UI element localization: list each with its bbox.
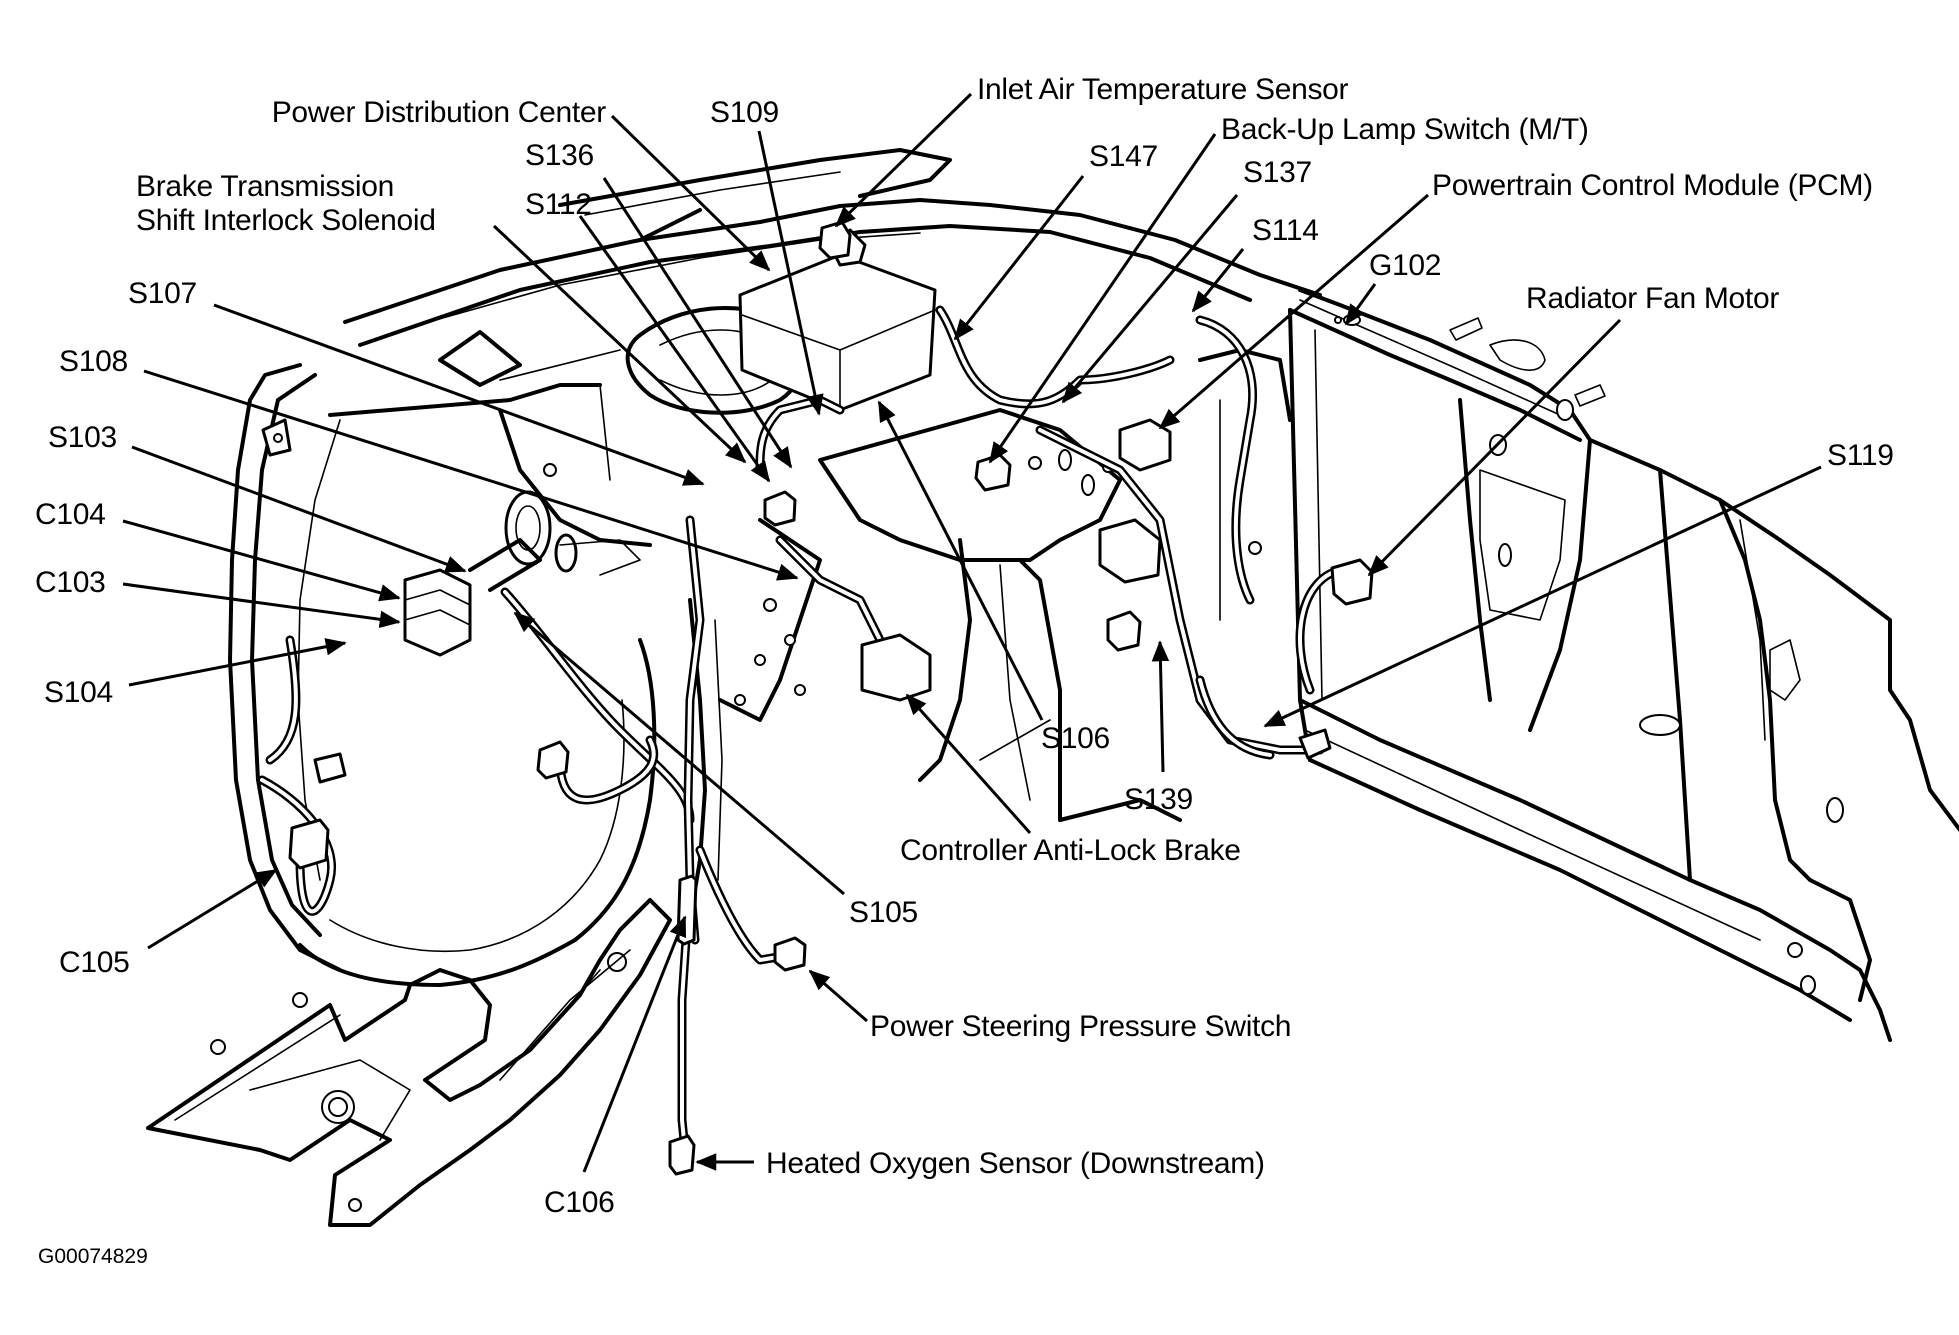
label-s114: S114 [1252,214,1319,247]
leader-s109 [757,130,824,416]
relay-block [1098,518,1162,584]
leader-controller-anti-lock-brake [905,693,1032,834]
fender-side-connector [313,752,347,784]
leader-s104 [128,638,347,687]
oxygen-sensor-connector [668,1134,696,1176]
air-cleaner-housing [498,306,805,547]
label-c105: C105 [59,946,130,979]
label-s112: S112 [525,188,592,221]
leader-brake-transmission-shift-interlock [492,224,747,464]
iat-sensor-connector [818,220,852,260]
s119-harness-clip [1298,728,1332,760]
wiring-harness [257,220,1374,1176]
label-s109: S109 [710,96,779,129]
label-powertrain-control-module: Powertrain Control Module (PCM) [1432,169,1873,202]
leader-s108 [143,369,799,581]
label-s119: S119 [1827,439,1894,472]
leader-radiator-fan-motor [1367,318,1622,577]
label-s105: S105 [849,896,918,929]
leader-power-distribution-center [610,114,771,272]
engine-bay-panels [718,408,1182,822]
callout-leader-lines [122,92,1822,1173]
leader-s105 [513,611,845,896]
leader-powertrain-control-module [1158,193,1429,430]
leader-s137 [1061,194,1239,404]
power-steering-switch-connector [773,936,807,972]
label-c103: C103 [35,566,106,599]
leader-s139 [1151,640,1170,773]
label-g102: G102 [1369,249,1441,282]
left-fender-apron [228,330,611,972]
label-inlet-air-temperature-sensor: Inlet Air Temperature Sensor [977,73,1349,106]
leader-c106 [582,915,687,1173]
leader-inlet-air-temperature-sensor [834,92,973,228]
label-s108: S108 [59,345,128,378]
leader-back-up-lamp-switch [988,133,1217,464]
radiator-support [1288,288,1959,1042]
label-brake-transmission-line1: Brake Transmission [136,170,394,203]
c106-connector [676,874,698,946]
label-s139: S139 [1124,783,1193,816]
label-power-steering-pressure-switch: Power Steering Pressure Switch [870,1010,1291,1043]
interlock-solenoid-connector [763,490,797,527]
radiator-fan-connector [1330,558,1374,606]
label-radiator-fan-motor: Radiator Fan Motor [1526,282,1779,315]
label-brake-transmission-line2: Shift Interlock Solenoid [136,204,436,237]
label-power-distribution-center: Power Distribution Center [272,96,607,129]
front-frame-rail [146,898,672,1227]
leader-g102 [1344,283,1377,326]
s139-connector [1106,610,1142,652]
figure-id: G00074829 [38,1245,148,1268]
callout-labels: Power Distribution Center S109 Inlet Air… [35,73,1894,1268]
leader-s119 [1263,465,1822,728]
leader-power-steering-pressure-switch [808,969,868,1023]
abs-controller-connector [860,633,932,702]
leader-s136 [602,177,793,469]
c105-connector [288,818,330,870]
leader-c105 [147,868,278,950]
label-s107: S107 [128,277,197,310]
label-c106: C106 [544,1186,615,1219]
label-s104: S104 [44,676,113,709]
cowl-top-rail [343,148,1322,347]
leader-c104 [122,519,401,602]
leader-c103 [122,582,401,629]
wheelhouse-arch [298,598,723,987]
vehicle-body-line-art [146,148,1959,1227]
label-c104: C104 [35,498,106,531]
label-s137: S137 [1243,156,1312,189]
pcm-connector [1118,418,1172,472]
c104-c103-connector-body [403,568,472,657]
label-back-up-lamp-switch: Back-Up Lamp Switch (M/T) [1221,113,1589,146]
label-controller-anti-lock-brake: Controller Anti-Lock Brake [900,834,1241,867]
brake-booster [468,490,641,592]
label-s106: S106 [1041,722,1110,755]
connectors [288,220,1374,1176]
left-fender-connector [536,740,570,780]
label-heated-oxygen-sensor: Heated Oxygen Sensor (Downstream) [766,1147,1265,1180]
leader-s103 [131,445,467,573]
leader-s112 [578,215,771,483]
leader-s107 [213,303,705,486]
label-s136: S136 [525,139,594,172]
label-s147: S147 [1089,140,1158,173]
leader-s114 [1191,248,1245,313]
label-s103: S103 [48,421,117,454]
leader-s106 [877,400,1044,721]
leader-s147 [953,175,1085,341]
right-inner-fender [1198,348,1292,621]
